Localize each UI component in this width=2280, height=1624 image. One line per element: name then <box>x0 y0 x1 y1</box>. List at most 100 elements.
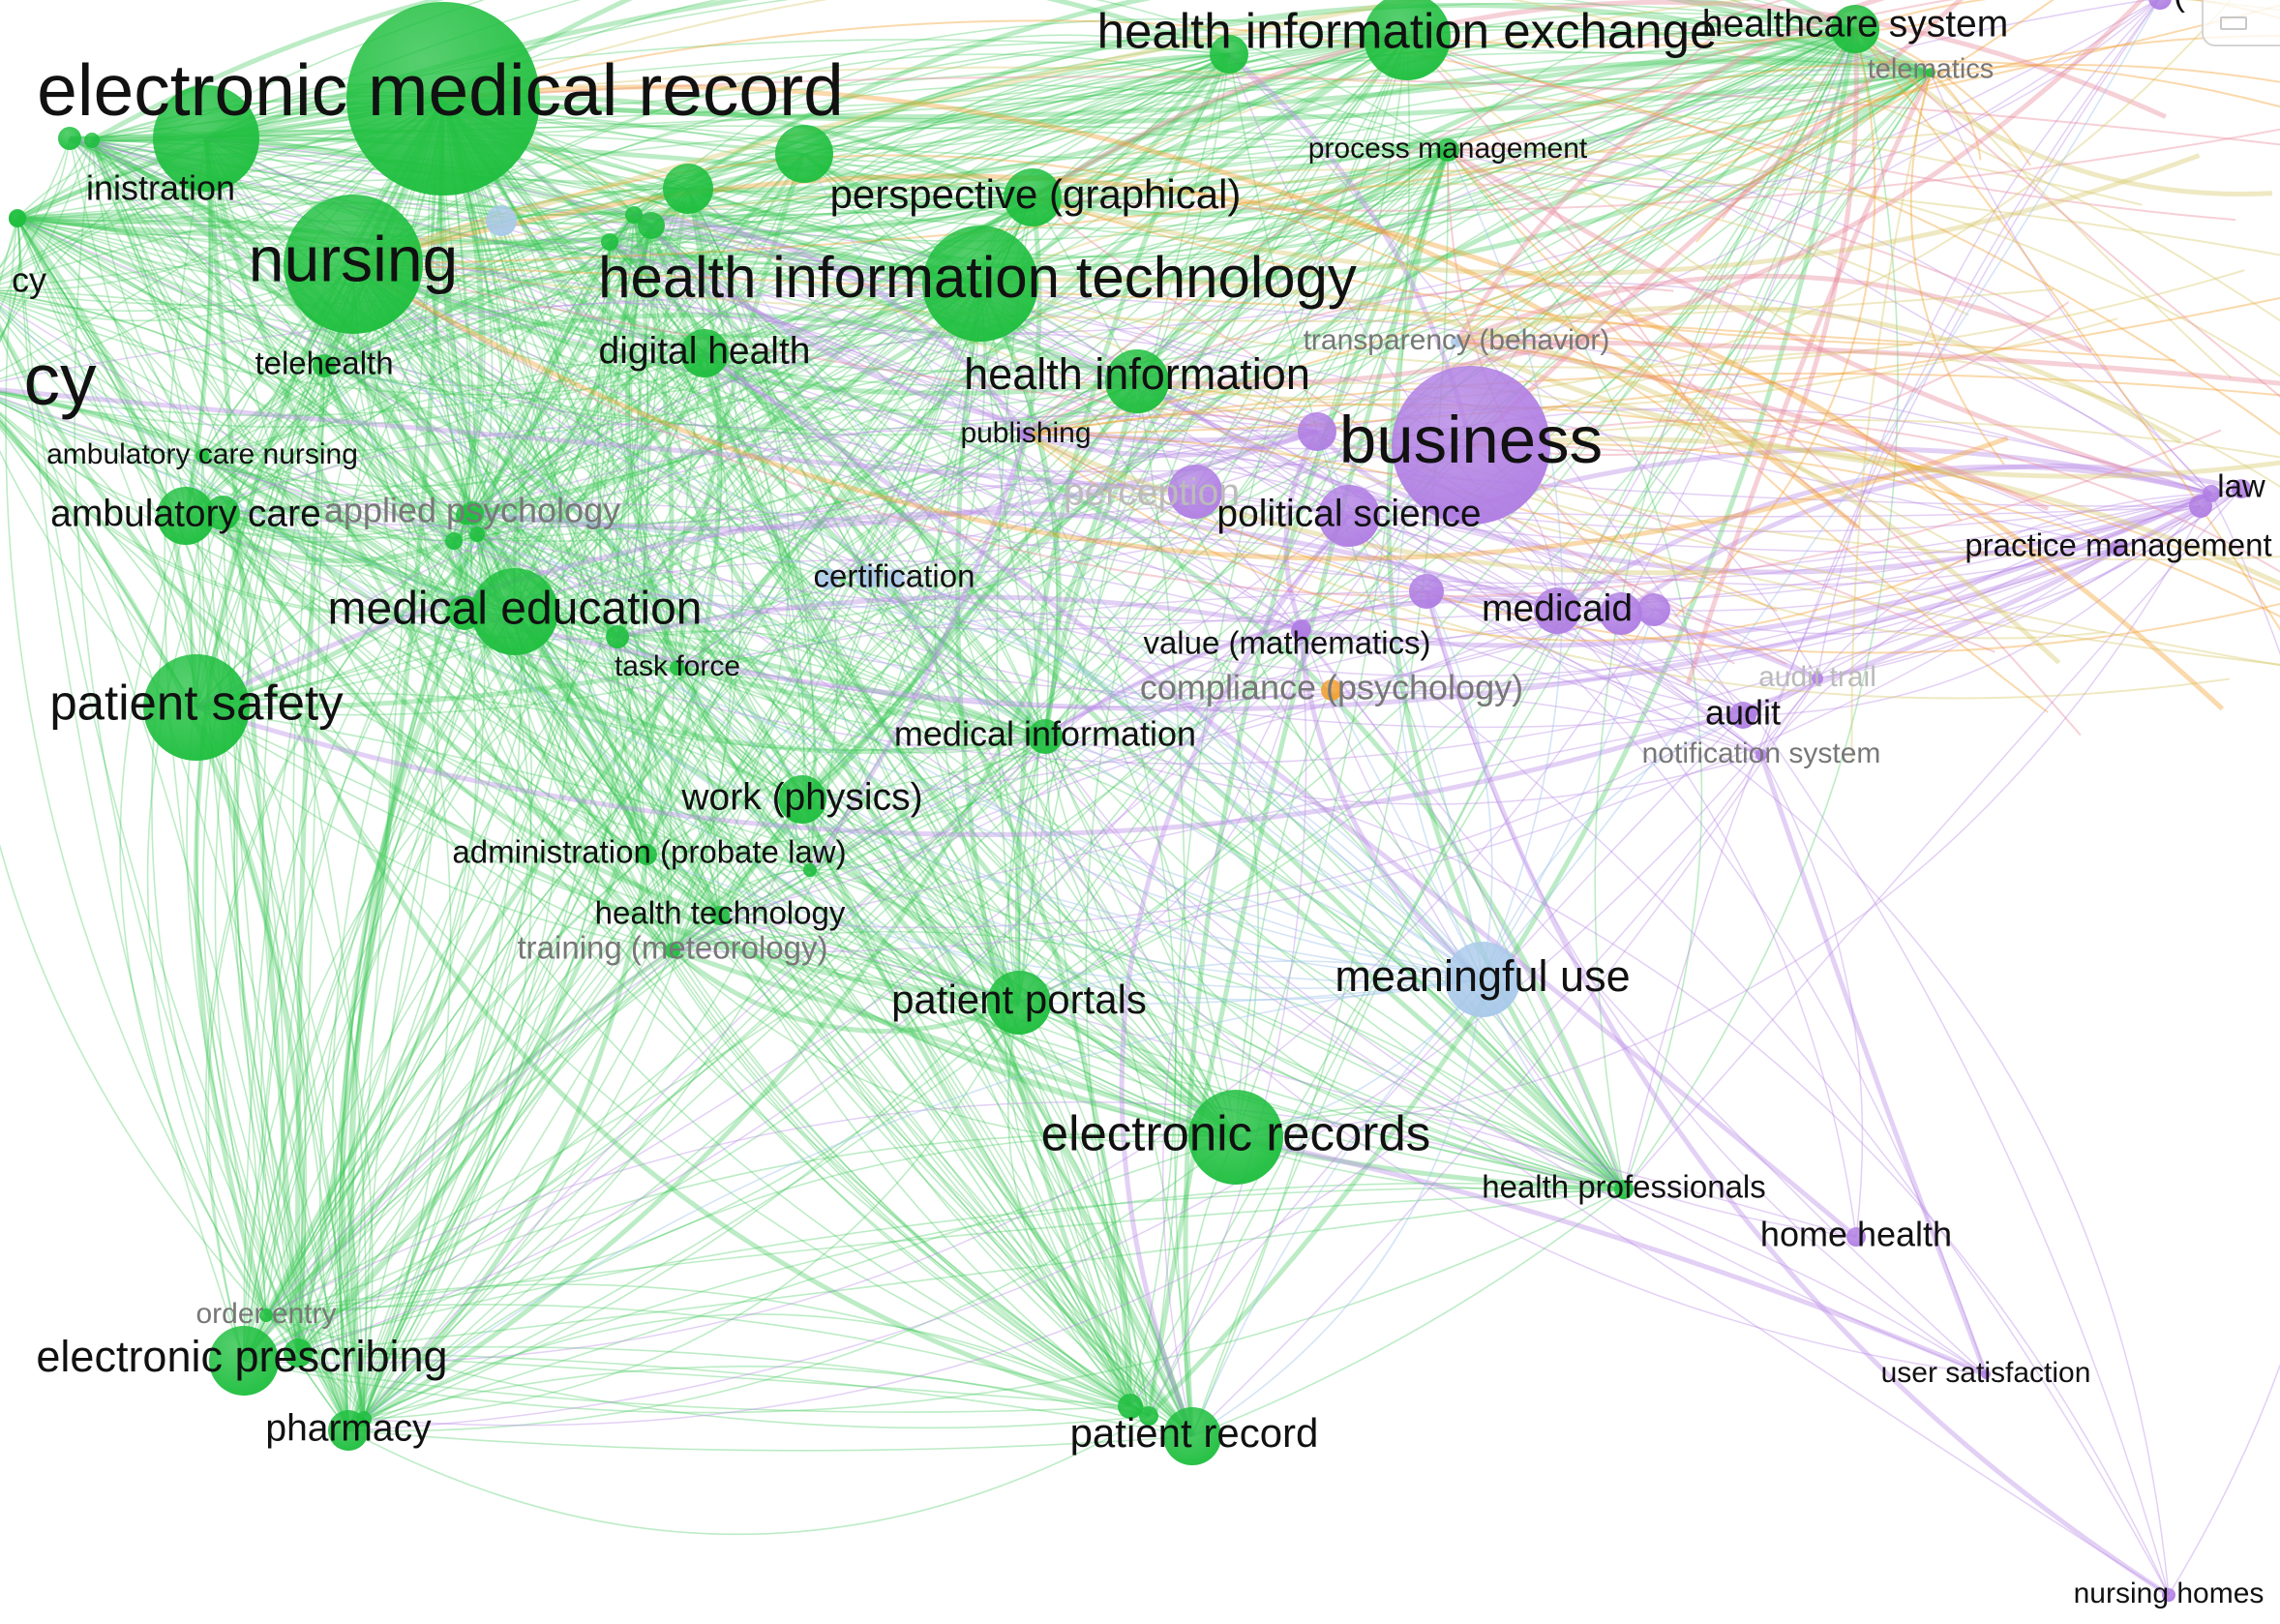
node[interactable] <box>1292 619 1311 639</box>
node-process-management[interactable] <box>1436 138 1459 162</box>
node-telematics[interactable] <box>1926 68 1935 77</box>
node-healthcare-system[interactable] <box>1831 5 1879 53</box>
node[interactable] <box>1118 1394 1143 1419</box>
node-label[interactable]: political science <box>1216 493 1481 534</box>
node-notification-system[interactable] <box>1755 749 1767 761</box>
node[interactable] <box>284 1338 313 1368</box>
node-ambulatory-care-nursing[interactable] <box>195 449 209 463</box>
node-label[interactable]: ( <box>2174 0 2185 14</box>
node-certification[interactable] <box>885 569 904 588</box>
node-label[interactable]: publishing <box>960 417 1091 449</box>
node-label[interactable]: nursing homes <box>2074 1578 2265 1609</box>
node[interactable] <box>153 85 259 192</box>
node-administration-probate-law[interactable] <box>636 844 657 865</box>
node-label[interactable]: telehealth <box>255 346 393 381</box>
node[interactable] <box>803 863 817 877</box>
node-label[interactable]: transparency (behavior) <box>1304 324 1610 356</box>
node[interactable] <box>9 210 26 227</box>
node-business[interactable] <box>1392 366 1550 525</box>
node[interactable] <box>205 496 240 530</box>
node-label[interactable]: process management <box>1308 133 1588 165</box>
node-label[interactable]: healthcare system <box>1702 3 2008 45</box>
node-electronic-records[interactable] <box>1188 1090 1283 1185</box>
node-user-satisfaction[interactable] <box>1981 1369 1991 1379</box>
node-medical-education[interactable] <box>471 568 558 655</box>
node-law[interactable] <box>2232 479 2251 498</box>
node-label[interactable]: medicaid <box>1482 587 1633 629</box>
node-nursing[interactable] <box>284 195 423 334</box>
node-health-professionals[interactable] <box>1614 1180 1634 1199</box>
node-publishing[interactable] <box>1019 428 1033 441</box>
node-label[interactable]: applied psychology <box>324 491 620 530</box>
node[interactable] <box>1637 593 1670 626</box>
node[interactable] <box>1449 504 1462 518</box>
node[interactable] <box>356 1411 372 1427</box>
node-[interactable] <box>2148 0 2172 10</box>
node[interactable] <box>855 565 879 588</box>
node[interactable] <box>1409 574 1444 609</box>
node-label[interactable]: meaningful use <box>1335 951 1630 1001</box>
node-label[interactable]: compliance (psychology) <box>1140 668 1523 707</box>
node-patient-record[interactable] <box>1163 1407 1221 1465</box>
node-telehealth[interactable] <box>313 354 336 377</box>
node-health-information[interactable] <box>1105 349 1169 413</box>
node-label[interactable]: nursing <box>249 223 458 294</box>
node[interactable] <box>1139 1406 1158 1426</box>
node-label[interactable]: electronic records <box>1041 1105 1431 1160</box>
node[interactable] <box>1298 412 1336 451</box>
node-label[interactable]: notification system <box>1642 737 1881 769</box>
node[interactable] <box>84 133 100 148</box>
node-label[interactable]: cy <box>12 260 46 300</box>
node-nursing-homes[interactable] <box>2162 1588 2175 1602</box>
node-patient-portals[interactable] <box>987 971 1051 1035</box>
node-label[interactable]: health information <box>964 349 1310 399</box>
node-label[interactable]: medical education <box>328 584 703 635</box>
node-health-technology[interactable] <box>710 906 730 925</box>
node-electronic-medical-record[interactable] <box>346 2 540 195</box>
node[interactable] <box>625 206 643 224</box>
node[interactable] <box>2203 485 2220 502</box>
node[interactable] <box>638 212 665 239</box>
node-label[interactable]: law <box>2217 468 2265 504</box>
node-label[interactable]: training (meteorology) <box>518 930 828 966</box>
node-label[interactable]: digital health <box>599 330 811 372</box>
node-work-physics[interactable] <box>778 775 826 824</box>
node-perspective-graphical[interactable] <box>1004 168 1062 226</box>
node[interactable] <box>1600 592 1642 635</box>
node-home-health[interactable] <box>1846 1227 1866 1247</box>
node-meaningful-use[interactable] <box>1445 942 1520 1017</box>
node[interactable] <box>456 505 475 525</box>
node-ambulatory-care[interactable] <box>157 487 215 545</box>
node-label[interactable]: audit trail <box>1758 661 1876 693</box>
node-medicaid[interactable] <box>1534 587 1580 634</box>
node-label[interactable]: perception <box>1064 471 1240 513</box>
node-label[interactable]: patient record <box>1070 1410 1319 1456</box>
node[interactable] <box>447 595 482 630</box>
node-medical-information[interactable] <box>1028 719 1063 754</box>
node-label[interactable]: practice management <box>1965 527 2271 563</box>
node[interactable] <box>663 164 713 214</box>
node-label[interactable]: health information exchange <box>1097 3 1718 58</box>
node-label[interactable]: value (mathematics) <box>1143 625 1430 661</box>
node-patient-safety[interactable] <box>143 654 250 761</box>
node-practice-management[interactable] <box>2110 539 2127 556</box>
node-label[interactable]: perspective (graphical) <box>830 171 1242 217</box>
node-political-science[interactable] <box>1318 485 1380 547</box>
node-perception[interactable] <box>1168 465 1222 519</box>
node[interactable] <box>1210 35 1248 74</box>
node-order-entry[interactable] <box>259 1308 273 1322</box>
node[interactable] <box>817 568 838 589</box>
node-label[interactable]: pharmacy <box>265 1407 432 1449</box>
node[interactable] <box>486 205 517 236</box>
node-electronic-prescribing[interactable] <box>209 1326 279 1396</box>
node-label[interactable]: health technology <box>595 895 846 931</box>
node-label[interactable]: audit <box>1705 693 1781 733</box>
node-health-information-exchange[interactable] <box>1364 0 1451 80</box>
node-transparency-behavior[interactable] <box>1451 336 1462 347</box>
node-health-information-technology[interactable] <box>922 226 1038 342</box>
node-label[interactable]: user satisfaction <box>1881 1357 2091 1389</box>
node-label[interactable]: task force <box>615 650 740 682</box>
node-label[interactable]: telematics <box>1868 54 1995 85</box>
node-training-meteorology[interactable] <box>665 943 680 958</box>
node[interactable] <box>469 526 485 542</box>
